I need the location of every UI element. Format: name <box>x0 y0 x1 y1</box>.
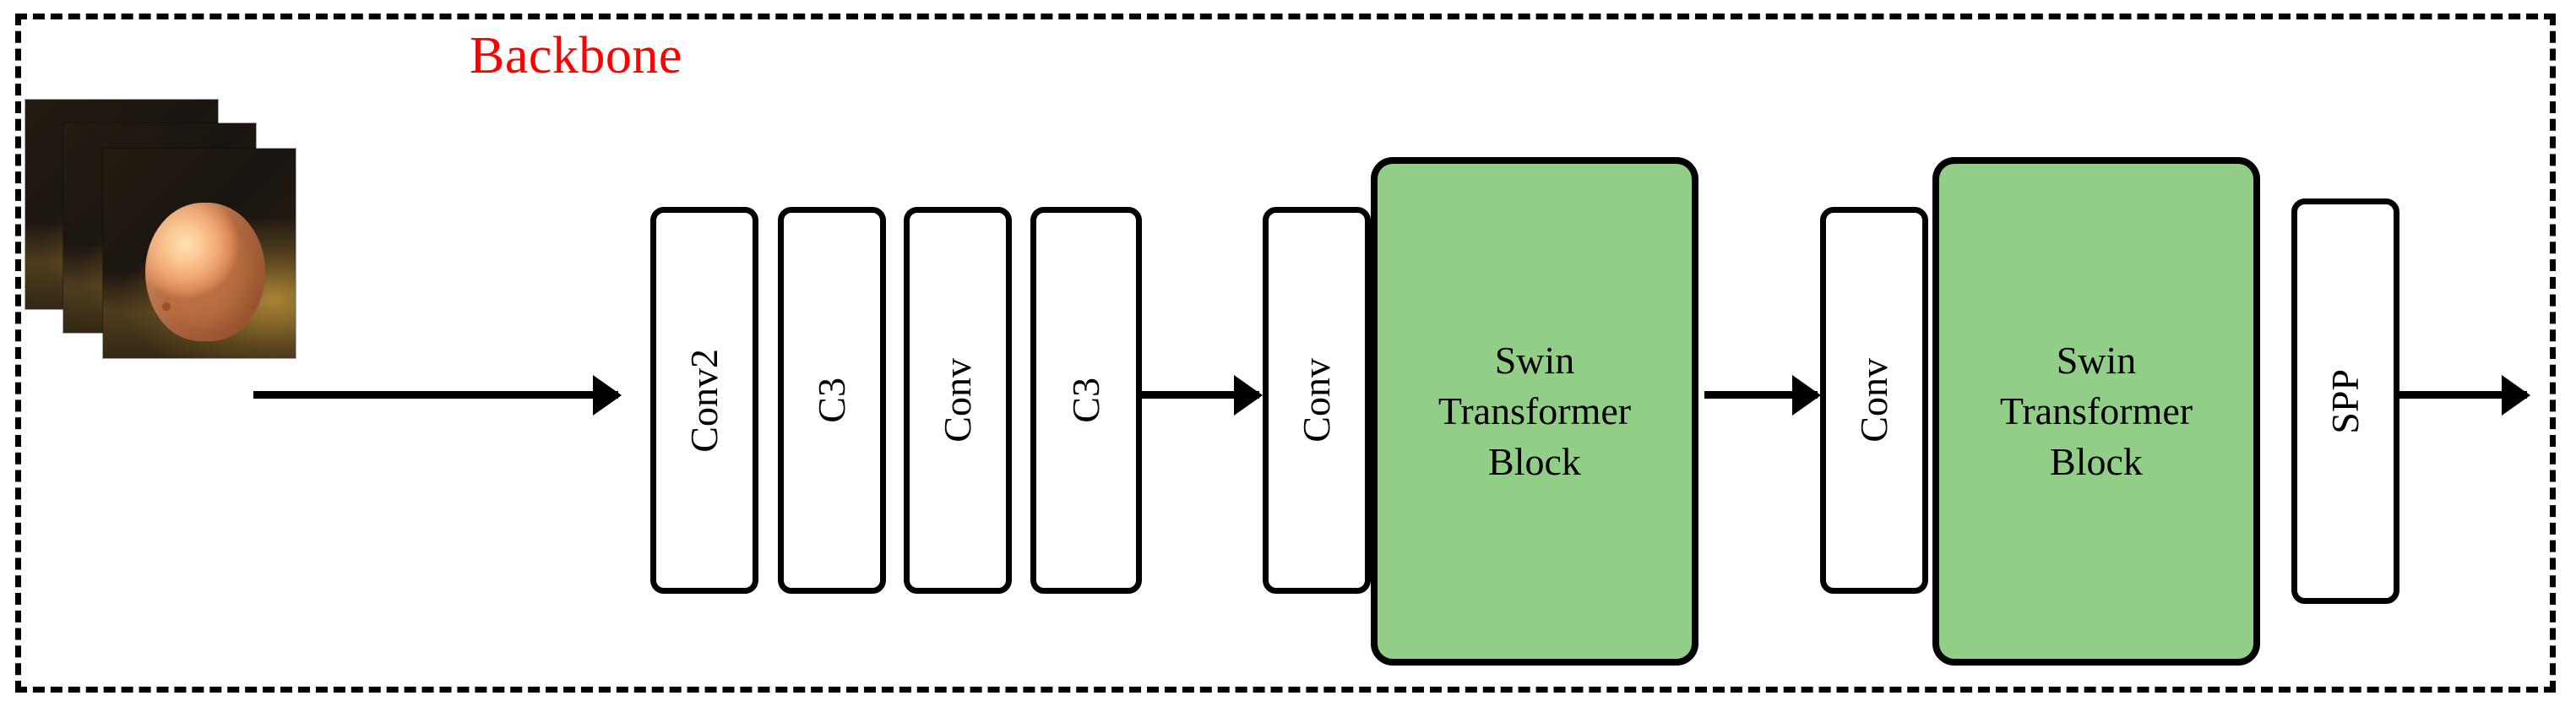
apple-photo <box>103 149 296 358</box>
arrow-c3-2-to-conv-2 <box>1137 391 1259 399</box>
swin-line-3: Block <box>2050 439 2143 483</box>
block-conv-3[interactable]: Conv <box>1820 207 1928 594</box>
block-label: Swin Transformer Block <box>2000 335 2193 486</box>
swin-line-2: Transformer <box>1999 389 2193 433</box>
block-conv2[interactable]: Conv2 <box>650 207 758 594</box>
swin-line-2: Transformer <box>1437 389 1632 433</box>
input-image-stack <box>25 66 304 358</box>
block-spp[interactable]: SPP <box>2291 198 2399 604</box>
apple-shape <box>145 203 265 342</box>
block-label: Conv <box>936 358 979 443</box>
block-label: Swin Transformer Block <box>1438 335 1631 486</box>
block-label: C3 <box>810 378 853 423</box>
block-label: SPP <box>2323 368 2367 434</box>
backbone-title: Backbone <box>470 27 682 84</box>
swin-line-1: Swin <box>1494 339 1575 383</box>
block-swin-transformer-1[interactable]: Swin Transformer Block <box>1371 157 1698 666</box>
block-c3-1[interactable]: C3 <box>778 207 886 594</box>
block-conv-2[interactable]: Conv <box>1263 207 1371 594</box>
block-label: Conv <box>1852 358 1895 443</box>
block-conv-1[interactable]: Conv <box>904 207 1012 594</box>
backbone-container <box>15 14 2556 693</box>
swin-line-1: Swin <box>2056 339 2137 383</box>
block-swin-transformer-2[interactable]: Swin Transformer Block <box>1932 157 2260 666</box>
block-label: Conv2 <box>682 348 726 453</box>
input-image-frame <box>103 149 296 358</box>
arrow-input-to-conv2 <box>253 391 618 399</box>
block-label: C3 <box>1064 378 1107 423</box>
swin-line-3: Block <box>1488 439 1581 483</box>
block-label: Conv <box>1295 358 1338 443</box>
block-c3-2[interactable]: C3 <box>1030 207 1142 594</box>
arrow-spp-out <box>2395 391 2527 399</box>
arrow-swin-1-to-conv-3 <box>1704 391 1818 399</box>
